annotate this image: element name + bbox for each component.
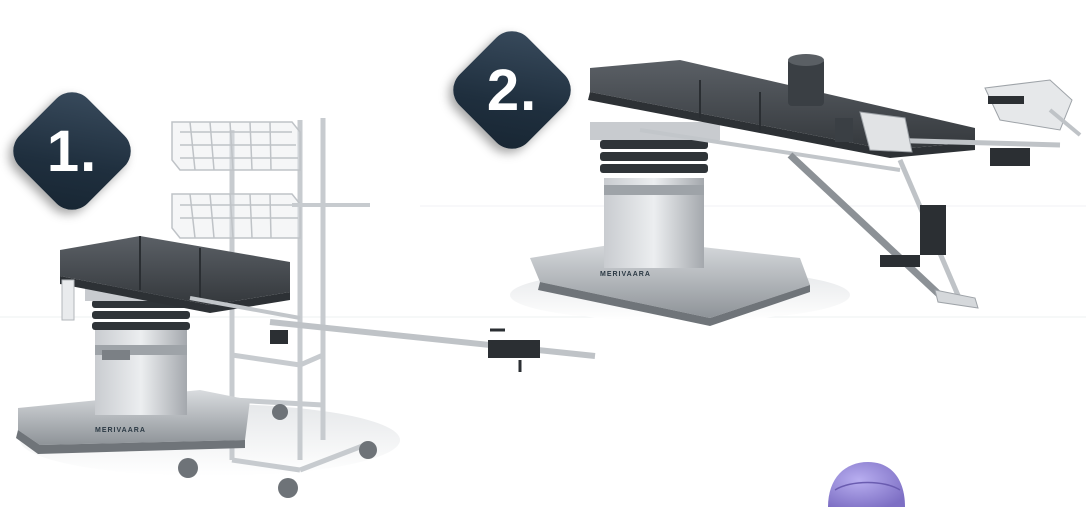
brand-label: MERIVAARA <box>600 271 651 278</box>
traction-arm <box>269 319 596 359</box>
table-1-mattress <box>60 236 290 305</box>
table-2: MERIVAARA <box>510 54 1082 326</box>
step-badge-1: 1. <box>4 83 140 219</box>
step-badge-label: 2. <box>486 57 538 123</box>
step-badge-2: 2. <box>444 22 580 158</box>
foot-support <box>835 79 1082 166</box>
perineal-post <box>788 58 824 106</box>
wire-basket-top <box>171 121 301 171</box>
wire-basket-bottom <box>171 193 301 239</box>
table-1-base <box>18 390 250 445</box>
table-2-base <box>530 240 810 318</box>
brand-label: MERIVAARA <box>95 427 146 434</box>
casters <box>178 404 377 498</box>
table-1: MERIVAARA <box>16 118 596 498</box>
traction-arm-lower <box>787 152 948 303</box>
table-2-bellows <box>600 140 708 173</box>
surgical-cap <box>828 462 905 507</box>
table-1-column <box>95 330 187 415</box>
step-badge-label: 1. <box>46 118 98 184</box>
